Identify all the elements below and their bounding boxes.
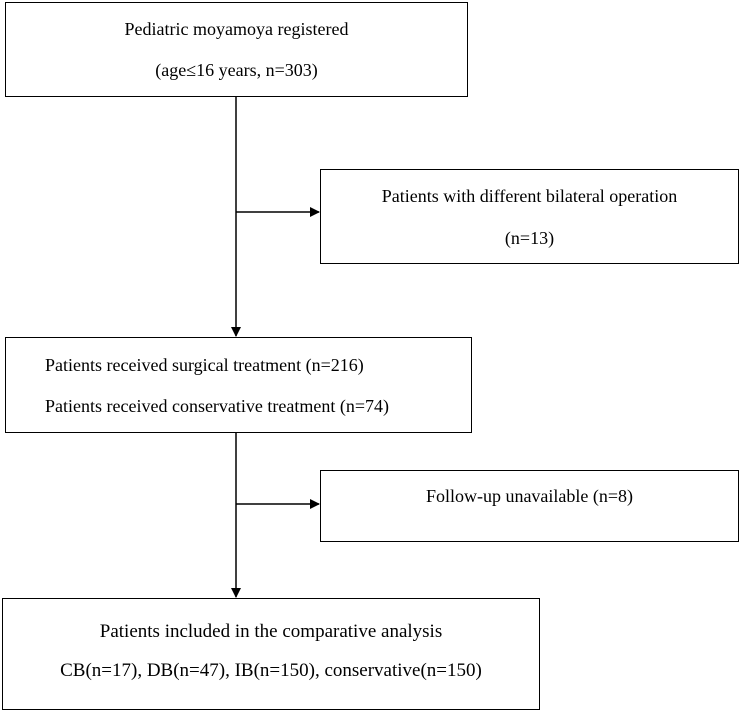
- surgical-treatment-count: Patients received surgical treatment (n=…: [45, 355, 364, 375]
- excluded-bilateral-title: Patients with different bilateral operat…: [381, 186, 678, 206]
- included-box: Patients included in the comparative ana…: [2, 598, 540, 710]
- conservative-treatment-count: Patients received conservative treatment…: [45, 396, 390, 416]
- included-title: Patients included in the comparative ana…: [99, 621, 443, 642]
- registered-count: (age≤16 years, n=303): [155, 60, 318, 80]
- excluded-followup-box: Follow-up unavailable (n=8): [320, 470, 739, 542]
- followup-unavailable-count: Follow-up unavailable (n=8): [425, 486, 634, 506]
- treatment-box: Patients received surgical treatment (n=…: [5, 337, 472, 433]
- registered-box: Pediatric moyamoya registered (age≤16 ye…: [5, 2, 468, 97]
- excluded-bilateral-box: Patients with different bilateral operat…: [320, 169, 739, 264]
- excluded-bilateral-count: (n=13): [504, 228, 555, 248]
- included-group-counts: CB(n=17), DB(n=47), IB(n=150), conservat…: [60, 660, 482, 681]
- registered-title: Pediatric moyamoya registered: [124, 19, 349, 39]
